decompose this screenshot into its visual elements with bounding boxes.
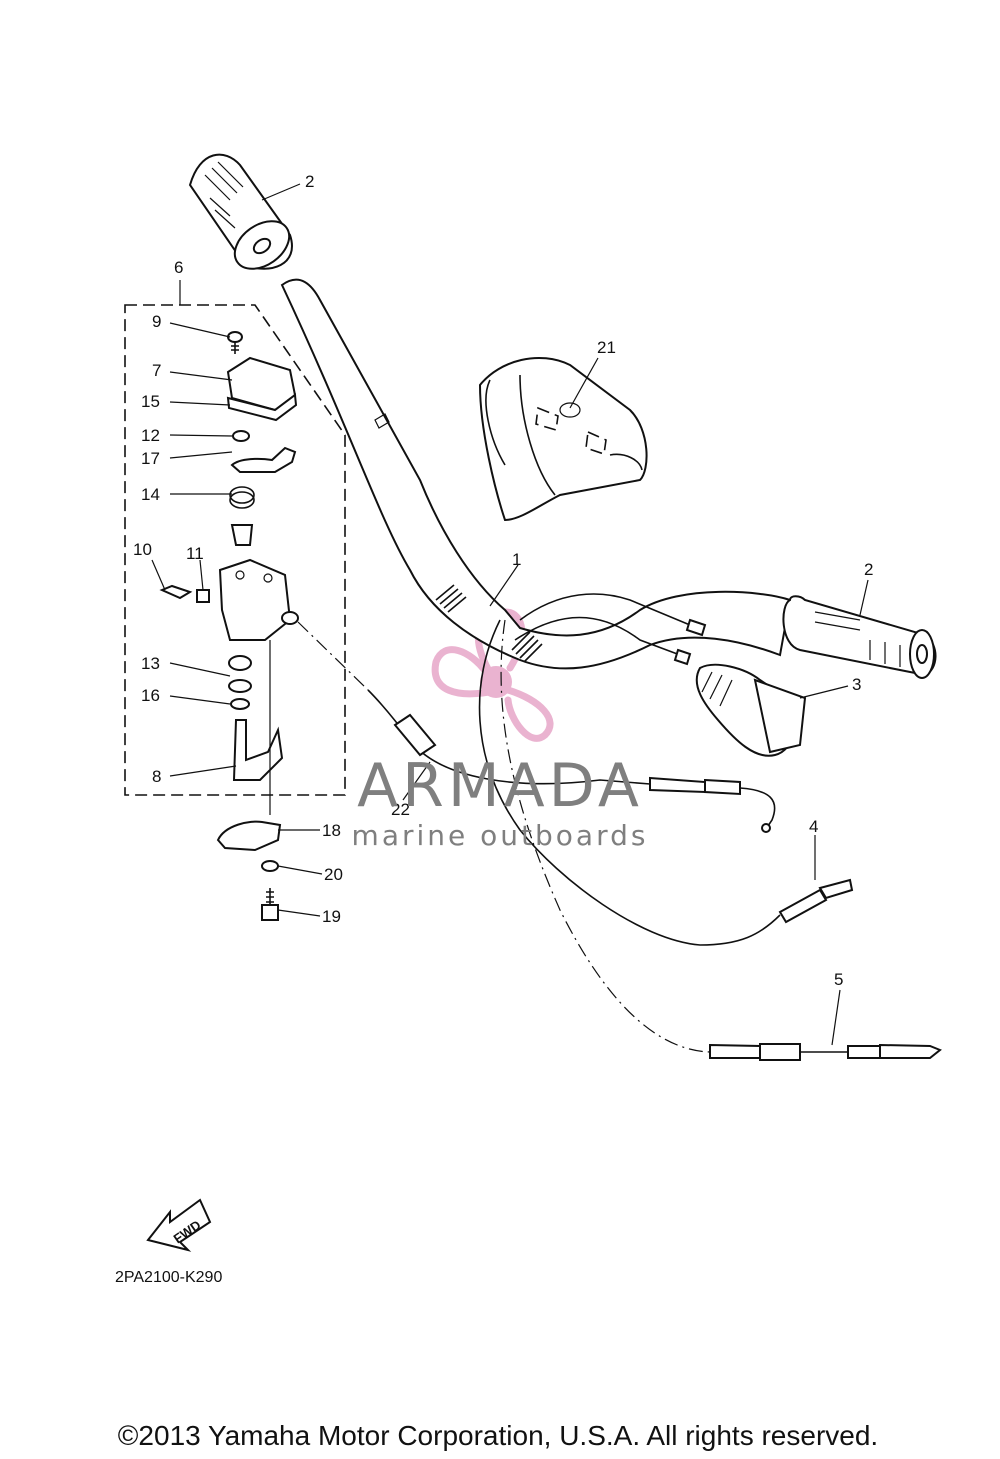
assembly-boundary [124,304,346,796]
callout-13: 13 [141,654,160,673]
bushing [228,655,252,671]
callout-22: 22 [391,800,410,819]
callout-8: 8 [152,767,161,786]
callout-7: 7 [152,361,161,380]
left-grip [188,153,293,270]
handlebar-cover [478,357,648,522]
collar [230,524,254,546]
screw [227,331,243,354]
diagram-code: 2PA2100-K290 [115,1269,222,1286]
lever [230,446,297,473]
callout-3: 3 [852,675,861,694]
cables [297,593,942,1061]
watermark-brand: ARMADA [357,751,643,821]
boot [695,663,807,757]
copyright-notice: ©2013 Yamaha Motor Corporation, U.S.A. A… [118,1420,878,1451]
callout-14: 14 [141,485,160,504]
callout-2-left: 2 [305,172,314,191]
callout-2-right: 2 [864,560,873,579]
throttle-lever [232,719,284,781]
fwd-arrow-icon: FWD [146,1198,212,1252]
callout-15: 15 [141,392,160,411]
callout-11: 11 [186,544,204,563]
right-grip [782,595,937,679]
callout-17: 17 [141,449,160,468]
handlebar [280,278,792,670]
callout-6: 6 [174,258,183,277]
callout-21: 21 [597,338,616,357]
callout-19: 19 [322,907,341,926]
callout-labels: 1 2 2 3 4 5 6 7 8 9 10 11 12 13 14 15 16… [133,172,873,989]
clamp [216,820,282,852]
leader-lines [151,183,869,1046]
callout-16: 16 [141,686,160,705]
nut [196,589,210,603]
callout-1: 1 [512,550,521,569]
throttle-housing [218,558,299,641]
washer [261,860,279,872]
callout-4: 4 [809,817,818,836]
watermark-tagline: marine outboards [352,819,649,852]
nut [232,430,250,442]
callout-18: 18 [322,821,341,840]
bolt [261,888,279,921]
bolt [159,584,193,600]
gasket [226,393,298,422]
callout-9: 9 [152,312,161,331]
washer [230,698,250,710]
callout-5: 5 [834,970,843,989]
washer [228,679,252,693]
callout-12: 12 [141,426,160,445]
callout-20: 20 [324,865,343,884]
spring [229,486,255,509]
callout-10: 10 [133,540,152,559]
